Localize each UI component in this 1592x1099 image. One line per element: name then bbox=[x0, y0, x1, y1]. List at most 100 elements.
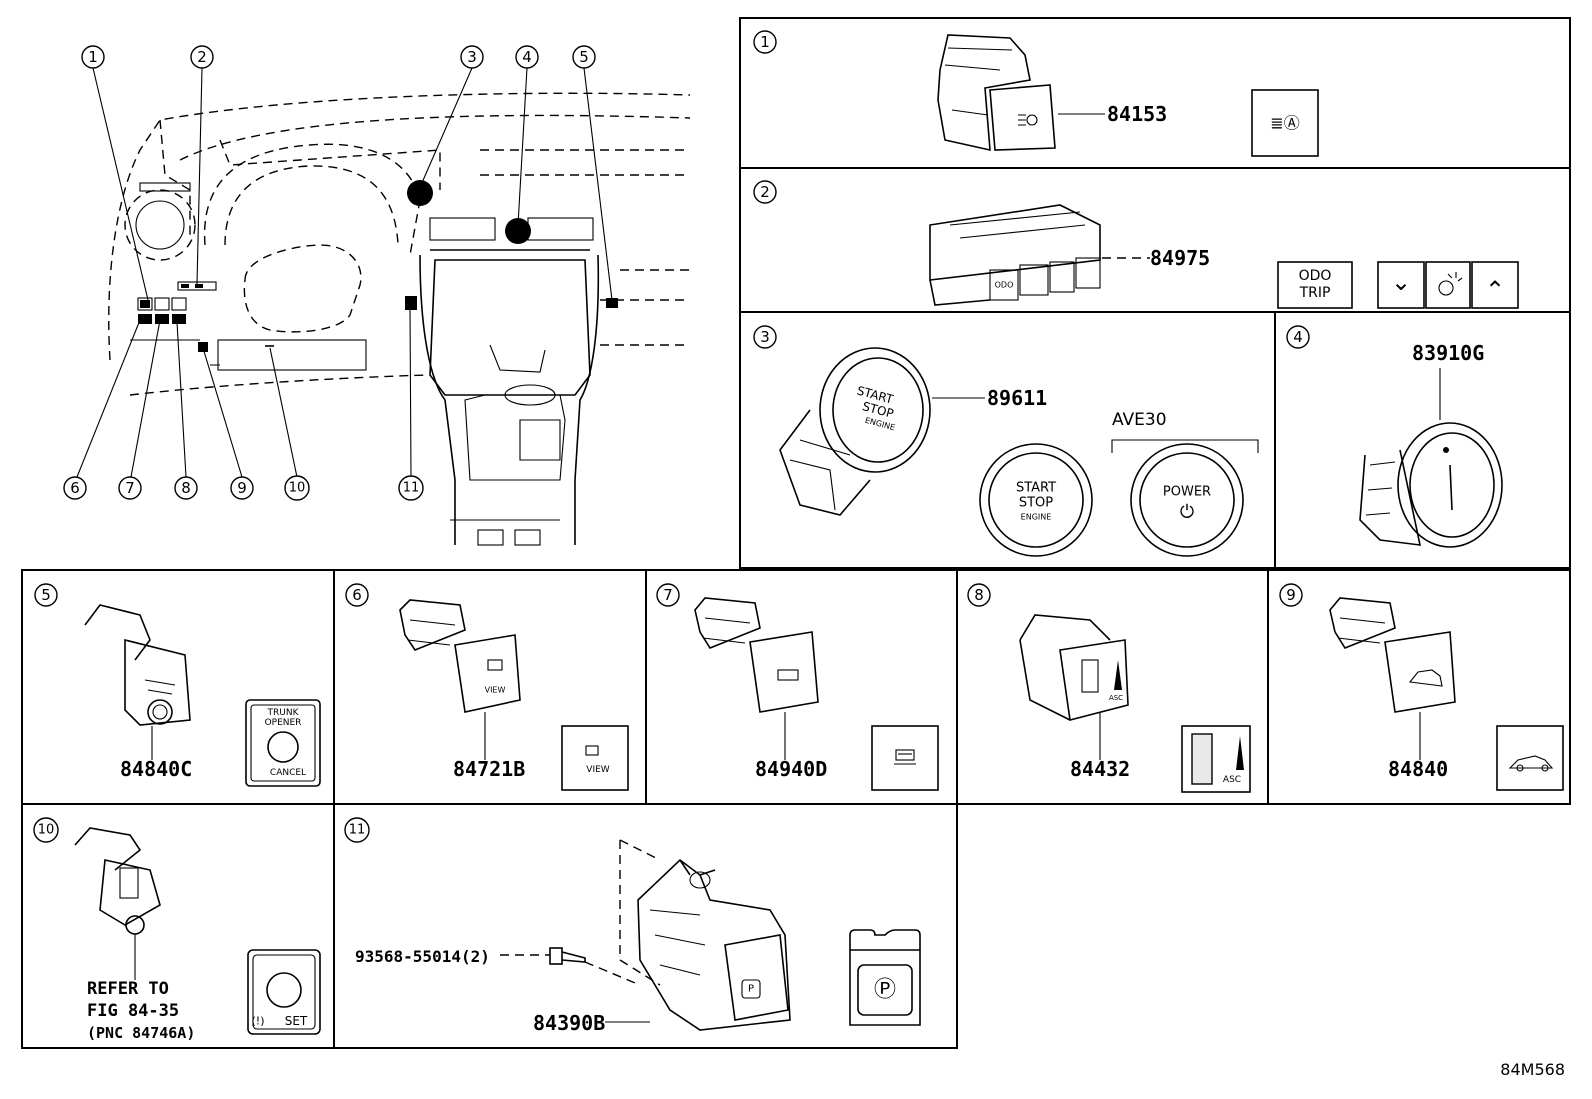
variant-label-ave30: AVE30 bbox=[1112, 410, 1167, 430]
svg-text:5: 5 bbox=[41, 586, 51, 604]
svg-text:6: 6 bbox=[352, 586, 362, 604]
part-number-89611: 89611 bbox=[987, 386, 1047, 410]
asc-level-icon bbox=[1236, 736, 1244, 770]
asc-rocker-icon bbox=[1191, 733, 1213, 785]
part-number-84840c: 84840C bbox=[120, 757, 192, 781]
svg-text:9: 9 bbox=[237, 479, 247, 497]
callout-2: 2 bbox=[190, 45, 214, 69]
tpms-set-symbol-box bbox=[247, 949, 321, 1035]
headlamp-switch-drawing bbox=[937, 34, 1056, 152]
callout-7: 7 bbox=[118, 476, 142, 500]
drawing-code: 84M568 bbox=[1500, 1060, 1565, 1079]
part-number-84153: 84153 bbox=[1107, 102, 1167, 126]
start-stop-switch-drawing: START STOP ENGINE bbox=[779, 347, 931, 516]
trunk-opener-button-icon bbox=[267, 731, 299, 763]
figure-reference: FIG 84-35 bbox=[87, 1001, 179, 1021]
callout-4: 4 bbox=[515, 45, 539, 69]
part-number-83910g: 83910G bbox=[1412, 341, 1484, 365]
svg-text:2: 2 bbox=[197, 48, 207, 66]
svg-text:1: 1 bbox=[88, 48, 98, 66]
svg-text:2: 2 bbox=[760, 183, 770, 201]
part-number-84721b: 84721B bbox=[453, 757, 525, 781]
svg-text:ODO: ODO bbox=[995, 281, 1014, 290]
svg-text:OPENER: OPENER bbox=[265, 718, 302, 728]
callout-6: 6 bbox=[63, 476, 87, 500]
parking-brake-switch-drawing: P bbox=[619, 839, 791, 1031]
panel-11: 11 P 93568-55014(2) 84390B Ⓟ bbox=[344, 817, 921, 1035]
rotary-dial-drawing bbox=[1359, 422, 1503, 548]
chevron-down-icon: ⌄ bbox=[1391, 268, 1411, 296]
callout-9: 9 bbox=[230, 476, 254, 500]
svg-text:4: 4 bbox=[1293, 328, 1303, 346]
overview-callouts: 1 2 3 4 5 6 7 8 9 10 11 bbox=[63, 45, 596, 501]
panel-frames bbox=[21, 17, 1571, 1049]
view-switch-drawing: VIEW bbox=[399, 599, 521, 713]
panel-2: 2 ODO 84975 ODO TRIP ⌄ ⌃ bbox=[753, 180, 1519, 309]
svg-text:5: 5 bbox=[579, 48, 589, 66]
asc-switch-drawing: ASC bbox=[1019, 614, 1129, 721]
dashboard-overview bbox=[76, 67, 691, 546]
svg-text:ODO: ODO bbox=[1299, 268, 1332, 284]
trunk-symbol-box bbox=[1496, 725, 1564, 791]
svg-text:START: START bbox=[1016, 481, 1056, 496]
svg-text:7: 7 bbox=[663, 586, 673, 604]
callout-8: 8 bbox=[174, 476, 198, 500]
view-symbol-box bbox=[561, 725, 629, 791]
headlamp-auto-symbol-box bbox=[1251, 89, 1319, 157]
trunk-opener-symbol-box bbox=[245, 699, 321, 787]
svg-text:10: 10 bbox=[289, 481, 306, 496]
panel-8: 8 ASC 84432 ASC bbox=[967, 583, 1251, 793]
callout-11: 11 bbox=[398, 475, 424, 501]
illumination-dimmer-icon bbox=[1438, 272, 1463, 296]
svg-text:VIEW: VIEW bbox=[586, 765, 609, 775]
panel-7: 7 84940D bbox=[656, 583, 939, 791]
panel-10: 10 REFER TO FIG 84-35 (PNC 84746A) (!) S… bbox=[33, 817, 321, 1042]
parking-brake-symbol: Ⓟ bbox=[849, 929, 921, 1026]
callout-1: 1 bbox=[81, 45, 105, 69]
svg-text:CANCEL: CANCEL bbox=[270, 768, 306, 778]
svg-text:STOP: STOP bbox=[1019, 496, 1053, 511]
svg-text:6: 6 bbox=[70, 479, 80, 497]
svg-text:SET: SET bbox=[285, 1014, 308, 1028]
svg-text:8: 8 bbox=[974, 586, 984, 604]
asc-symbol-box bbox=[1181, 725, 1251, 793]
odo-trip-button-symbol bbox=[1277, 261, 1353, 309]
svg-text:POWER: POWER bbox=[1163, 485, 1211, 500]
panel-5: 5 84840C TRUNK OPENER CANCEL bbox=[34, 583, 321, 787]
part-number-84432: 84432 bbox=[1070, 757, 1130, 781]
panel-4: 4 83910G bbox=[1286, 325, 1503, 548]
callout-3: 3 bbox=[460, 45, 484, 69]
svg-text:11: 11 bbox=[349, 823, 366, 838]
bolt-drawing bbox=[549, 947, 641, 986]
svg-text:1: 1 bbox=[760, 33, 770, 51]
svg-text:TRUNK: TRUNK bbox=[267, 708, 300, 718]
chevron-down-button-symbol bbox=[1377, 261, 1425, 309]
svg-text:10: 10 bbox=[38, 823, 55, 838]
power-icon: ⏻ bbox=[1180, 502, 1194, 523]
svg-text:ASC: ASC bbox=[1223, 775, 1241, 785]
panel-9: 9 84840 bbox=[1279, 583, 1564, 791]
camera-view-icon bbox=[585, 745, 599, 756]
part-number-84840: 84840 bbox=[1388, 757, 1448, 781]
bolt-part-number: 93568-55014(2) bbox=[355, 947, 490, 966]
svg-text:P: P bbox=[748, 984, 754, 995]
callout-10: 10 bbox=[284, 475, 310, 501]
panel-3: 3 START STOP ENGINE 89611 START STOP ENG… bbox=[753, 325, 1259, 557]
chevron-up-button-symbol bbox=[1471, 261, 1519, 309]
tpms-icon: (!) bbox=[252, 1015, 265, 1028]
set-button-icon bbox=[266, 972, 302, 1008]
panel-1: 1 84153 ≣Ⓐ bbox=[753, 30, 1319, 157]
tpms-set-switch-drawing bbox=[74, 827, 161, 935]
svg-text:8: 8 bbox=[181, 479, 191, 497]
svg-text:VIEW: VIEW bbox=[485, 686, 506, 695]
pnc-reference: (PNC 84746A) bbox=[87, 1024, 195, 1042]
svg-text:9: 9 bbox=[1286, 586, 1296, 604]
refer-to-note: REFER TO bbox=[87, 979, 169, 999]
car-trunk-icon bbox=[1508, 755, 1554, 769]
trunk-switch-drawing bbox=[1329, 597, 1456, 713]
rear-sunshade-switch-drawing bbox=[694, 597, 819, 713]
rear-sunshade-icon bbox=[894, 749, 916, 765]
svg-text:7: 7 bbox=[125, 479, 135, 497]
start-stop-button-symbol: START STOP ENGINE bbox=[979, 443, 1093, 557]
